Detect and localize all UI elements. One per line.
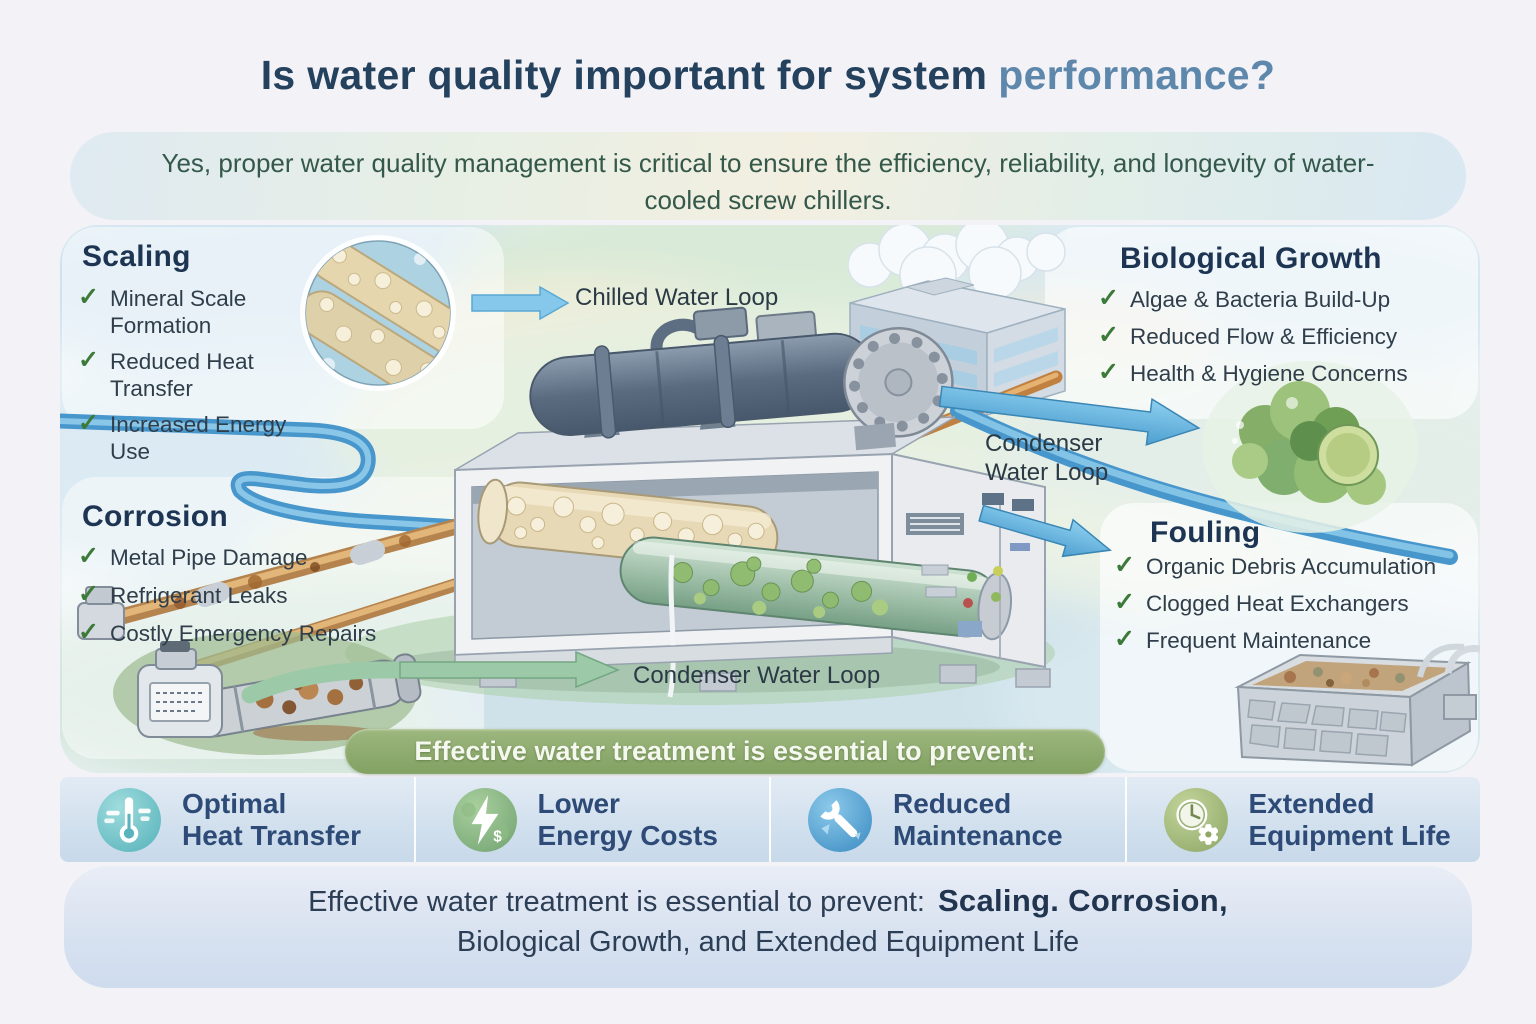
- list-item-text: Algae & Bacteria Build-Up: [1129, 287, 1391, 312]
- list-item: ✓ Frequent Maintenance: [1114, 627, 1494, 654]
- benefit-label: Reduced Maintenance: [893, 787, 1063, 851]
- list-item: ✓ Reduced Heat Transfer: [78, 348, 328, 402]
- list-item-text: Reduced Heat Transfer: [109, 349, 254, 401]
- list-item-text: Reduced Flow & Efficiency: [1129, 324, 1398, 349]
- benefit-extended-equipment-life: Extended Equipment Life: [1124, 777, 1481, 862]
- clock-gear-icon: [1163, 787, 1228, 852]
- footer-line1: Effective water treatment is essential t…: [64, 883, 1472, 919]
- list-item: ✓ Increased Energy Use: [78, 411, 328, 465]
- fouling-arrow: [978, 504, 1112, 558]
- list-item: ✓ Health & Hygiene Concerns: [1098, 360, 1468, 387]
- list-item: ✓ Clogged Heat Exchangers: [1114, 590, 1494, 617]
- algae-tube: [619, 536, 1013, 641]
- condenser-water-loop-right-label: Condenser Water Loop: [985, 430, 1109, 486]
- scaling-list: ✓ Mineral Scale Formation ✓ Reduced Heat T…: [78, 285, 328, 465]
- treatment-banner: Effective water treatment is essential t…: [345, 729, 1105, 774]
- control-panel: [906, 493, 1034, 657]
- check-icon: ✓: [1098, 284, 1119, 312]
- fouling-list: ✓ Organic Debris Accumulation ✓ Clogged He…: [1114, 553, 1494, 654]
- list-item-text: Health & Hygiene Concerns: [1129, 361, 1408, 386]
- footer-lead: Effective water treatment is essential t…: [308, 886, 925, 918]
- corrosion-title: Corrosion: [82, 500, 229, 533]
- lightning-dollar-icon: $: [452, 787, 517, 852]
- scaling-inset-image: [300, 235, 456, 391]
- list-item-text: Mineral Scale Formation: [109, 286, 247, 338]
- condenser-loop-arrow: [938, 385, 1201, 446]
- benefit-label: Lower Energy Costs: [537, 787, 719, 851]
- list-item: ✓ Mineral Scale Formation: [78, 285, 328, 339]
- list-item: ✓ Organic Debris Accumulation: [1114, 553, 1494, 580]
- check-icon: ✓: [1114, 551, 1135, 579]
- main-illustration: [60, 225, 1480, 773]
- check-icon: ✓: [1114, 588, 1135, 616]
- algae-cluster-image: [1202, 361, 1418, 533]
- check-icon: ✓: [78, 580, 99, 608]
- biological-growth-list: ✓ Algae & Bacteria Build-Up ✓ Reduced Flow…: [1098, 286, 1468, 387]
- page-title-main: Is water quality important for system: [260, 52, 988, 98]
- benefit-label: Optimal Heat Transfer: [182, 787, 361, 851]
- list-item: ✓ Costly Emergency Repairs: [78, 620, 408, 647]
- list-item-text: Metal Pipe Damage: [109, 545, 308, 570]
- check-icon: ✓: [78, 542, 99, 570]
- list-item-text: Organic Debris Accumulation: [1145, 554, 1437, 579]
- condenser-water-loop-bottom-label: Condenser Water Loop: [633, 662, 881, 689]
- drain-hose: [667, 554, 676, 698]
- svg-text:$: $: [493, 828, 502, 845]
- main-scene: [60, 225, 1480, 773]
- chilled-water-loop-label: Chilled Water Loop: [575, 284, 779, 311]
- fouling-basin-image: [1234, 643, 1480, 767]
- list-item-text: Costly Emergency Repairs: [109, 621, 377, 646]
- list-item-text: Clogged Heat Exchangers: [1145, 591, 1409, 616]
- check-icon: ✓: [78, 618, 99, 646]
- benefit-label: Extended Equipment Life: [1248, 787, 1451, 851]
- list-item: ✓ Refrigerant Leaks: [78, 582, 408, 609]
- thermometer-icon: [97, 787, 161, 852]
- benefit-optimal-heat-transfer: Optimal Heat Transfer: [60, 777, 414, 862]
- footer-panel: Effective water treatment is essential t…: [64, 866, 1472, 988]
- check-icon: ✓: [1098, 358, 1119, 386]
- wrench-icon: [808, 787, 872, 852]
- corrosion-list: ✓ Metal Pipe Damage ✓ Refrigerant Leaks ✓ C…: [78, 544, 408, 647]
- biological-growth-panel: [1045, 227, 1478, 419]
- screw-compressor: [529, 306, 954, 451]
- benefits-row: Optimal Heat Transfer $ Lower Energy Cos…: [60, 777, 1480, 862]
- page-title-highlight: performance?: [998, 52, 1276, 98]
- benefit-lower-energy-costs: $ Lower Energy Costs: [413, 777, 770, 862]
- check-icon: ✓: [78, 409, 99, 437]
- list-item: ✓ Algae & Bacteria Build-Up: [1098, 286, 1468, 313]
- footer-line2: Biological Growth, and Extended Equipmen…: [456, 926, 1080, 958]
- footer-emphasis: Scaling. Corrosion,: [937, 883, 1228, 918]
- subtitle-text: Yes, proper water quality management is …: [161, 148, 1375, 215]
- benefit-reduced-maintenance: Reduced Maintenance: [769, 777, 1125, 862]
- check-icon: ✓: [1098, 321, 1119, 349]
- chiller-illustration: [454, 306, 1051, 698]
- check-icon: ✓: [1114, 625, 1135, 653]
- scaling-title: Scaling: [82, 240, 191, 273]
- condenser-bottom-arrow: [241, 650, 620, 704]
- list-item-text: Refrigerant Leaks: [109, 583, 288, 608]
- list-item: ✓ Reduced Flow & Efficiency: [1098, 323, 1468, 350]
- subtitle-panel: Yes, proper water quality management is …: [70, 132, 1466, 220]
- list-item-text: Increased Energy Use: [109, 412, 287, 464]
- list-item: ✓ Metal Pipe Damage: [78, 544, 408, 571]
- fouling-title: Fouling: [1150, 516, 1261, 549]
- chilled-water-pipe: [60, 413, 466, 535]
- check-icon: ✓: [78, 283, 99, 311]
- biological-growth-title: Biological Growth: [1120, 242, 1382, 275]
- list-item-text: Frequent Maintenance: [1145, 628, 1372, 653]
- check-icon: ✓: [78, 346, 99, 374]
- chilled-water-arrow: [471, 285, 570, 321]
